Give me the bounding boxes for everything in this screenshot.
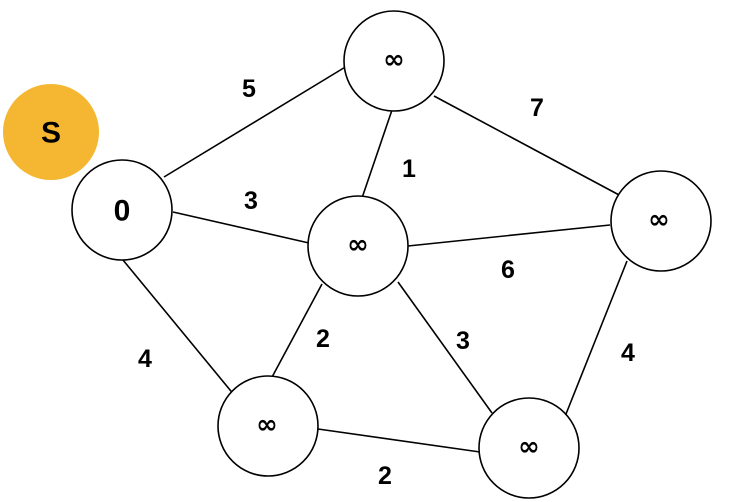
node-start-circle bbox=[71, 159, 173, 261]
weight-start-top: 5 bbox=[242, 75, 256, 103]
source-badge-label: S bbox=[41, 117, 61, 150]
node-right-circle bbox=[610, 170, 712, 272]
weight-bottom-left-bottom-right: 2 bbox=[378, 462, 392, 490]
edge-center-right bbox=[407, 224, 611, 247]
node-top-circle bbox=[343, 10, 445, 112]
node-bottom-right-circle bbox=[478, 397, 580, 499]
weight-center-bottom-right: 3 bbox=[456, 327, 470, 355]
edge-start-top bbox=[163, 65, 348, 178]
weight-top-right: 7 bbox=[530, 94, 544, 122]
edge-center-bottom-right bbox=[397, 281, 493, 414]
edge-right-bottom-right bbox=[565, 260, 628, 415]
node-start-label: 0 bbox=[114, 195, 131, 228]
node-start: 0 bbox=[71, 159, 173, 261]
weight-center-right: 6 bbox=[501, 256, 515, 284]
nodes: 0 ∞ ∞ ∞ ∞ ∞ bbox=[71, 10, 712, 499]
node-top-label: ∞ bbox=[383, 45, 405, 75]
node-right-label: ∞ bbox=[648, 205, 670, 235]
source-badge: S bbox=[3, 84, 99, 180]
weight-top-center: 1 bbox=[402, 155, 416, 183]
edge-top-right bbox=[433, 95, 622, 197]
edges bbox=[122, 65, 628, 453]
weight-right-bottom-right: 4 bbox=[621, 339, 635, 367]
node-bottom-right-label: ∞ bbox=[518, 432, 540, 462]
node-bottom-right: ∞ bbox=[478, 397, 580, 499]
weight-center-bottom-left: 2 bbox=[316, 325, 330, 353]
node-bottom-left: ∞ bbox=[217, 375, 319, 477]
edge-start-bottom-left bbox=[122, 259, 236, 397]
node-top: ∞ bbox=[343, 10, 445, 112]
node-center-label: ∞ bbox=[347, 230, 369, 260]
edge-top-center bbox=[361, 109, 393, 199]
weight-start-center: 3 bbox=[244, 187, 258, 215]
node-bottom-left-label: ∞ bbox=[256, 410, 278, 440]
edge-bottom-left-bottom-right bbox=[317, 428, 481, 453]
edge-center-bottom-left bbox=[270, 283, 323, 380]
node-bottom-left-circle bbox=[217, 375, 319, 477]
edge-weights: 5 3 4 1 7 6 2 3 4 2 bbox=[138, 75, 635, 490]
node-center: ∞ bbox=[307, 195, 409, 297]
node-right: ∞ bbox=[610, 170, 712, 272]
source-badge-circle bbox=[3, 84, 99, 180]
node-center-circle bbox=[307, 195, 409, 297]
edge-start-center bbox=[172, 211, 310, 244]
weight-start-bottom-left: 4 bbox=[138, 345, 152, 373]
